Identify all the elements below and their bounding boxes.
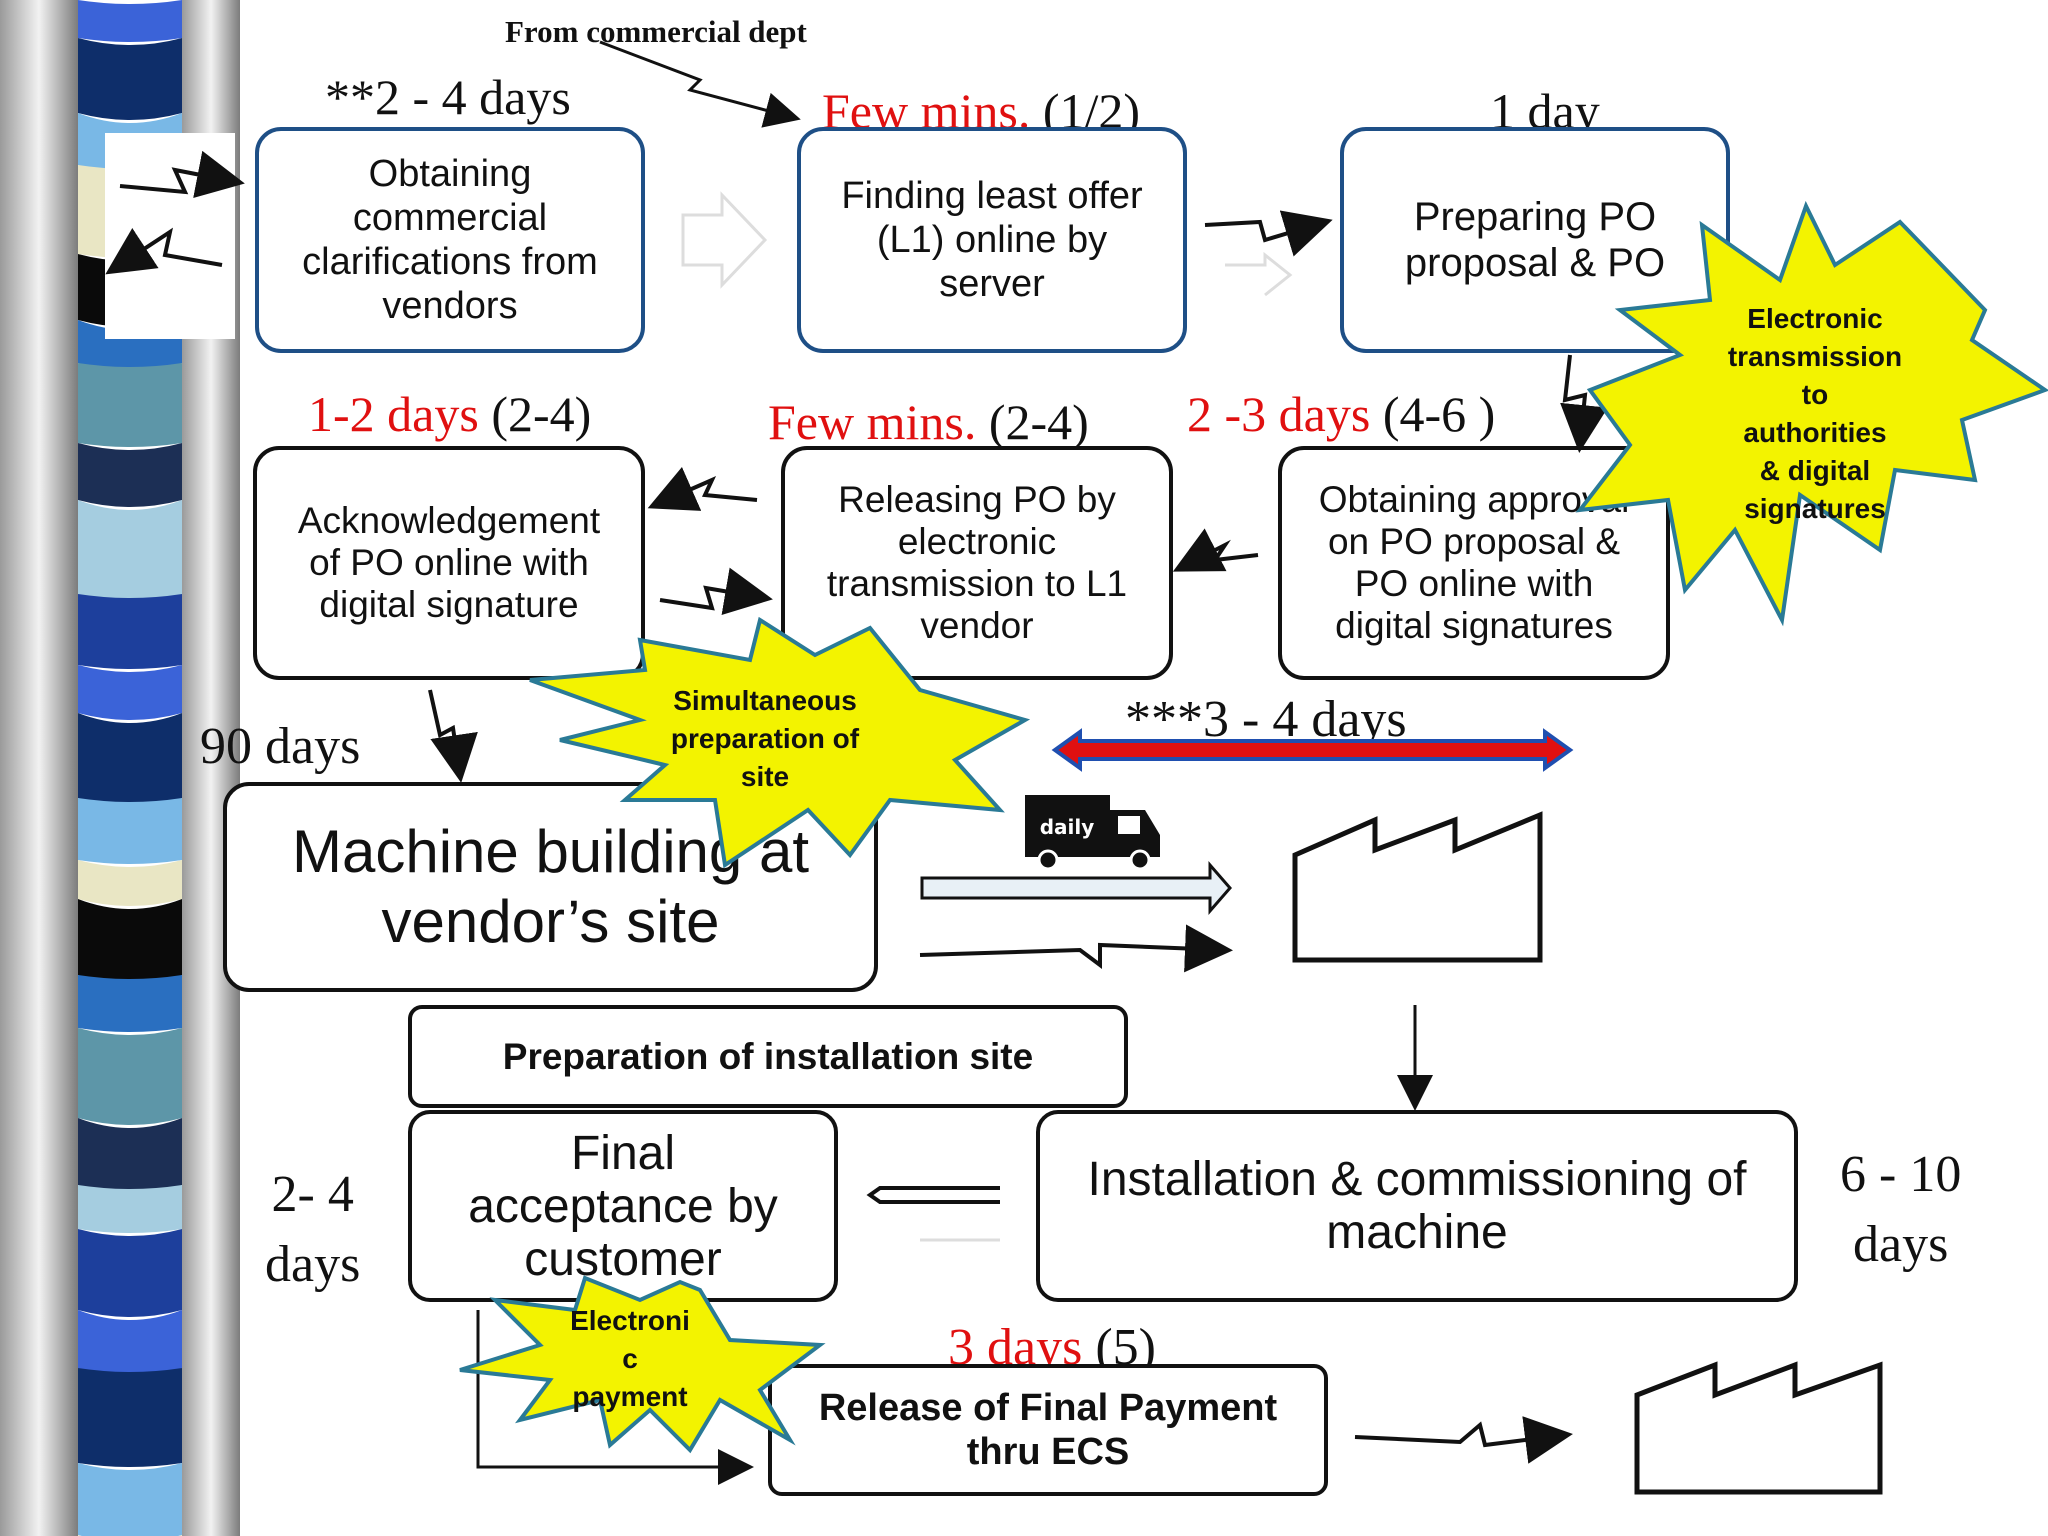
stripe-band bbox=[78, 1368, 182, 1467]
step-machine-building: Machine building at vendor’s site bbox=[223, 782, 878, 992]
burst-text-simultaneous: Simultaneous preparation of site bbox=[670, 685, 860, 792]
duration-machine-building: 90 days bbox=[200, 718, 361, 775]
duration-ack-red: 1-2 days bbox=[308, 386, 479, 442]
stripe-band bbox=[78, 594, 182, 669]
duration-installation: 6 - 10 days bbox=[1840, 1146, 1962, 1273]
stripe-band bbox=[78, 1310, 182, 1378]
stripe-band bbox=[78, 713, 182, 808]
duration-release-rest: (2-4) bbox=[976, 394, 1089, 450]
lightning-arrow-icon bbox=[428, 689, 478, 783]
stripe-band bbox=[78, 0, 182, 42]
step-commercial-clarifications: Obtaining commercial clarifications from… bbox=[255, 127, 645, 353]
duration-acknowledgement: 1-2 days (2-4) bbox=[308, 385, 591, 443]
lightning-arrow-icon bbox=[647, 466, 758, 511]
stripe-band bbox=[78, 899, 182, 985]
lightning-arrow-icon bbox=[1204, 210, 1333, 257]
factory-icon bbox=[1292, 811, 1543, 963]
lightning-arrow-icon bbox=[599, 40, 801, 128]
step-final-acceptance: Final acceptance by customer bbox=[408, 1110, 838, 1302]
burst-text-electronic-transmission: Electronic transmission to authorities &… bbox=[1727, 303, 1903, 524]
stripe-band bbox=[78, 860, 182, 906]
duration-release-po: Few mins. (2-4) bbox=[768, 393, 1089, 451]
stripe-band bbox=[78, 1229, 182, 1317]
lightning-arrow-icon bbox=[1354, 1416, 1573, 1464]
stripe-band bbox=[78, 113, 182, 175]
hollow-arrow-icon bbox=[866, 1186, 1000, 1204]
hollow-arrow-icon bbox=[681, 191, 768, 289]
stripe-band bbox=[78, 363, 182, 447]
duration-final-acceptance: 2- 4 days bbox=[265, 1166, 361, 1293]
stripe-band bbox=[78, 798, 182, 864]
duration-ack-rest: (2-4) bbox=[478, 386, 592, 442]
step-installation: Installation & commissioning of machine bbox=[1036, 1110, 1798, 1302]
step-find-l1: Finding least offer (L1) online by serve… bbox=[797, 127, 1187, 353]
stripe-band bbox=[78, 165, 182, 258]
stripe-band bbox=[78, 975, 182, 1032]
stripe-band bbox=[78, 1028, 182, 1125]
lightning-arrow-icon bbox=[1560, 354, 1608, 453]
duration-clarifications: **2 - 4 days bbox=[325, 69, 571, 125]
duration-release-red: Few mins. bbox=[768, 394, 977, 450]
step-acknowledgement: Acknowledgement of PO online with digita… bbox=[253, 446, 645, 680]
lightning-arrow-icon bbox=[1172, 528, 1259, 572]
stripe-band bbox=[78, 38, 182, 120]
lightning-arrow-icon bbox=[919, 924, 1233, 973]
duration-transport: ***3 - 4 days bbox=[1125, 691, 1407, 748]
stripe-band bbox=[78, 254, 182, 327]
step-final-payment: Release of Final Payment thru ECS bbox=[768, 1364, 1328, 1496]
stripe-band bbox=[78, 1118, 182, 1195]
factory-icon bbox=[1634, 1361, 1883, 1495]
step-prepare-po: Preparing PO proposal & PO bbox=[1340, 127, 1730, 353]
stripe-band bbox=[78, 665, 182, 720]
stripe-band bbox=[78, 443, 182, 507]
burst-text-electronic-payment: Electroni c payment bbox=[570, 1305, 690, 1412]
stripe-band bbox=[78, 1185, 182, 1233]
stripe-band bbox=[78, 500, 182, 604]
lightning-arrow-icon bbox=[659, 567, 773, 615]
step-release-po: Releasing PO by electronic transmission … bbox=[781, 446, 1173, 680]
duration-approval-red: 2 -3 days bbox=[1187, 386, 1371, 442]
duration-approval-rest: (4-6 ) bbox=[1370, 386, 1496, 442]
step-installation-site: Preparation of installation site bbox=[408, 1005, 1128, 1108]
truck-label: daily bbox=[1040, 815, 1095, 839]
truck-icon: daily bbox=[1025, 795, 1160, 871]
step-approval: Obtaining approval on PO proposal & PO o… bbox=[1278, 446, 1670, 680]
hollow-arrow-icon bbox=[1225, 251, 1293, 297]
hollow-arrow-icon bbox=[920, 860, 1232, 916]
duration-approval: 2 -3 days (4-6 ) bbox=[1187, 385, 1495, 443]
top-note: From commercial dept bbox=[505, 14, 807, 49]
stripe-band bbox=[78, 1463, 182, 1536]
